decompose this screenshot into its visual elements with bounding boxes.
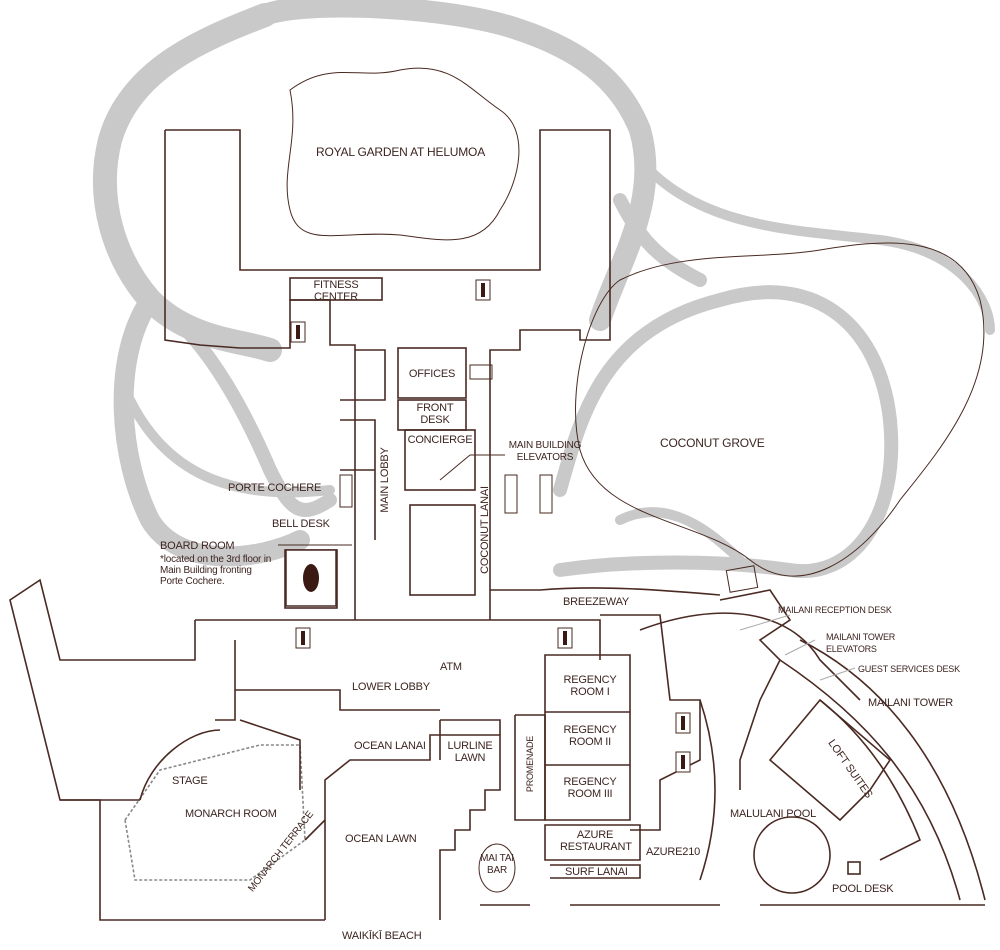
walkways <box>92 0 995 579</box>
label-waikiki-beach: WAIKĪKĪ BEACH <box>342 930 422 942</box>
label-board-room: BOARD ROOM <box>160 540 235 552</box>
label-ocean-lanai: OCEAN LANAI <box>354 740 426 752</box>
label-coconut-lanai: COCONUT LANAI <box>479 486 491 574</box>
label-main-lobby: MAIN LOBBY <box>379 447 391 513</box>
label-royal-garden: ROYAL GARDEN AT HELUMOA <box>316 145 485 159</box>
label-regency-room-3: REGENCY ROOM III <box>563 776 617 800</box>
leader-lines <box>278 454 856 681</box>
label-concierge: CONCIERGE <box>407 434 473 446</box>
label-offices: OFFICES <box>408 368 456 380</box>
label-regency-room-1: REGENCY ROOM I <box>563 674 617 698</box>
label-pool-desk: POOL DESK <box>832 883 894 895</box>
label-atm: ATM <box>440 661 462 673</box>
stairs-icons <box>339 364 759 593</box>
label-main-building-elevators: MAIN BUILDING ELEVATORS <box>508 440 582 463</box>
building-outlines <box>9 67 986 921</box>
label-mailani-reception-desk: MAILANI RECEPTION DESK <box>778 605 892 615</box>
restroom-icons <box>290 279 691 773</box>
label-breezeway: BREEZEWAY <box>563 596 630 608</box>
label-surf-lanai: SURF LANAI <box>565 866 628 878</box>
label-promenade: PROMENADE <box>525 735 535 793</box>
label-monarch-room: MONARCH ROOM <box>185 808 277 820</box>
board-table-icon <box>303 564 319 592</box>
label-guest-services-desk: GUEST SERVICES DESK <box>858 664 960 674</box>
label-mailani-tower-elevators: MAILANI TOWER ELEVATORS <box>826 632 896 654</box>
label-mailani-tower: MAILANI TOWER <box>868 697 954 709</box>
label-regency-room-2: REGENCY ROOM II <box>563 724 617 748</box>
label-mai-tai-bar: MAI TAI BAR <box>480 853 514 876</box>
label-coconut-grove: COCONUT GROVE <box>660 436 765 450</box>
label-azure-restaurant: AZURE RESTAURANT <box>560 829 632 853</box>
label-lower-lobby: LOWER LOBBY <box>352 681 430 693</box>
label-stage: STAGE <box>172 775 208 787</box>
label-ocean-lawn: OCEAN LAWN <box>345 833 417 845</box>
label-azure210: AZURE210 <box>646 846 701 858</box>
label-bell-desk: BELL DESK <box>272 518 330 530</box>
label-malulani-pool: MALULANI POOL <box>730 808 817 820</box>
label-lurline-lawn: LURLINE LAWN <box>447 740 493 764</box>
label-front-desk: FRONT DESK <box>416 402 454 426</box>
label-fitness-center: FITNESS CENTER <box>313 279 359 303</box>
label-porte-cochere: PORTE COCHERE <box>228 482 322 494</box>
board-room-note: *located on the 3rd floor in Main Buildi… <box>160 554 272 587</box>
